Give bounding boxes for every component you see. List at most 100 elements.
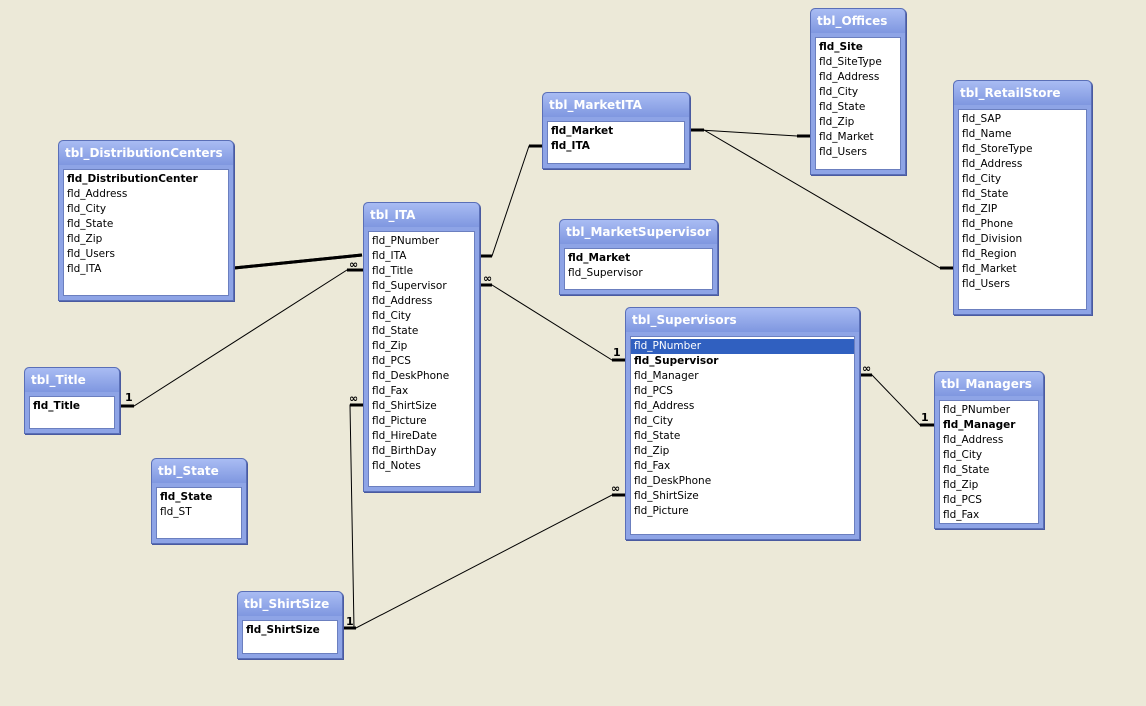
field-item[interactable]: fld_Address: [634, 400, 695, 412]
field-item[interactable]: fld_Zip: [67, 233, 103, 245]
field-item[interactable]: fld_City: [962, 173, 1002, 185]
field-item[interactable]: fld_State: [943, 464, 990, 476]
field-item[interactable]: fld_PCS: [372, 355, 411, 367]
field-item[interactable]: fld_Users: [819, 146, 867, 158]
table-title[interactable]: tbl_Managers: [935, 372, 1043, 396]
field-item[interactable]: fld_Phone: [962, 218, 1014, 230]
field-item[interactable]: fld_PNumber: [372, 235, 440, 247]
field-item[interactable]: fld_Supervisor: [568, 267, 643, 279]
field-item[interactable]: fld_DeskPhone: [372, 370, 450, 382]
field-item[interactable]: fld_Address: [962, 158, 1023, 170]
field-item[interactable]: fld_ST: [160, 506, 192, 518]
field-item[interactable]: fld_Address: [67, 188, 128, 200]
field-item[interactable]: fld_Address: [372, 295, 433, 307]
field-item[interactable]: fld_Zip: [943, 479, 979, 491]
field-item[interactable]: fld_ShirtSize: [372, 400, 437, 412]
field-item[interactable]: fld_State: [372, 325, 419, 337]
field-item[interactable]: fld_ITA: [551, 140, 590, 152]
field-item[interactable]: fld_ZIP: [962, 203, 998, 215]
relationship-line-shirt-sup[interactable]: [343, 494, 625, 629]
field-item[interactable]: fld_City: [943, 449, 983, 461]
field-item[interactable]: fld_PNumber: [631, 339, 854, 354]
field-list[interactable]: fld_DistributionCenter fld_Address fld_Cit…: [63, 169, 229, 296]
field-item[interactable]: fld_PNumber: [943, 404, 1011, 416]
table-title[interactable]: tbl_ShirtSize: [238, 592, 342, 616]
table-title[interactable]: tbl_MarketSupervisor: [560, 220, 717, 244]
field-list[interactable]: fld_Market fld_ITA: [547, 121, 685, 164]
field-item[interactable]: fld_StoreType: [962, 143, 1033, 155]
field-item[interactable]: fld_State: [67, 218, 114, 230]
table-dc[interactable]: tbl_DistributionCenters fld_DistributionC…: [58, 140, 234, 301]
relationship-line-ita-marketita[interactable]: [480, 145, 542, 257]
field-item[interactable]: fld_Market: [568, 252, 631, 264]
field-item[interactable]: fld_Notes: [372, 460, 421, 472]
table-marketita[interactable]: tbl_MarketITA fld_Market fld_ITA: [542, 92, 690, 169]
table-state[interactable]: tbl_State fld_State fld_ST: [151, 458, 247, 544]
field-item[interactable]: fld_BirthDay: [372, 445, 437, 457]
field-item[interactable]: fld_ShirtSize: [634, 490, 699, 502]
field-item[interactable]: fld_HireDate: [372, 430, 437, 442]
field-item[interactable]: fld_PCS: [634, 385, 673, 397]
table-title[interactable]: tbl_ITA: [364, 203, 479, 227]
field-item[interactable]: fld_Picture: [372, 415, 427, 427]
field-item[interactable]: fld_State: [160, 491, 213, 503]
field-item[interactable]: fld_SiteType: [819, 56, 882, 68]
table-title[interactable]: tbl_Supervisors: [626, 308, 859, 332]
table-title[interactable]: tbl_DistributionCenters: [59, 141, 233, 165]
relationship-line-ita-sup[interactable]: [480, 284, 625, 361]
field-item[interactable]: fld_Fax: [372, 385, 409, 397]
field-item[interactable]: fld_PCS: [943, 494, 982, 506]
field-item[interactable]: fld_Fax: [634, 460, 671, 472]
field-item[interactable]: fld_Address: [943, 434, 1004, 446]
table-marketsup[interactable]: tbl_MarketSupervisor fld_Market fld_Superv…: [559, 219, 718, 295]
field-item[interactable]: fld_City: [819, 86, 859, 98]
table-title[interactable]: tbl_RetailStore: [954, 81, 1091, 105]
field-item[interactable]: fld_Zip: [819, 116, 855, 128]
field-item[interactable]: fld_State: [962, 188, 1009, 200]
table-title[interactable]: tbl_MarketITA: [543, 93, 689, 117]
field-item[interactable]: fld_Region: [962, 248, 1017, 260]
field-item[interactable]: fld_Market: [551, 125, 614, 137]
table-ita[interactable]: tbl_ITA fld_PNumber fld_ITA fld_Title fld_Su…: [363, 202, 480, 492]
field-item[interactable]: fld_Zip: [634, 445, 670, 457]
field-list[interactable]: fld_Title: [29, 396, 115, 429]
field-item[interactable]: fld_Supervisor: [372, 280, 447, 292]
field-list[interactable]: fld_State fld_ST: [156, 487, 242, 539]
field-item[interactable]: fld_Title: [372, 265, 414, 277]
field-item[interactable]: fld_Supervisor: [634, 355, 719, 367]
field-item[interactable]: fld_Manager: [634, 370, 699, 382]
field-item[interactable]: fld_City: [634, 415, 674, 427]
table-shirt[interactable]: tbl_ShirtSize fld_ShirtSize: [237, 591, 343, 659]
field-list[interactable]: fld_ShirtSize: [242, 620, 338, 654]
field-item[interactable]: fld_Name: [962, 128, 1012, 140]
field-item[interactable]: fld_Manager: [943, 419, 1016, 431]
field-item[interactable]: fld_Address: [819, 71, 880, 83]
field-item[interactable]: fld_ShirtSize: [246, 624, 320, 636]
field-item[interactable]: fld_SAP: [962, 113, 1001, 125]
relationship-line-sup-managers[interactable]: [860, 374, 934, 426]
field-item[interactable]: fld_Fax: [943, 509, 980, 521]
field-item[interactable]: fld_Title: [33, 400, 81, 412]
field-item[interactable]: fld_City: [67, 203, 107, 215]
table-managers[interactable]: tbl_Managers fld_PNumber fld_Manager fld_Ad…: [934, 371, 1044, 529]
field-item[interactable]: fld_DistributionCenter: [67, 173, 198, 185]
field-item[interactable]: fld_State: [634, 430, 681, 442]
field-item[interactable]: fld_Zip: [372, 340, 408, 352]
field-item[interactable]: fld_ITA: [372, 250, 407, 262]
field-list[interactable]: fld_PNumber fld_Manager fld_Address fld_Cit…: [939, 400, 1039, 524]
field-item[interactable]: fld_Users: [67, 248, 115, 260]
field-list[interactable]: fld_PNumber fld_ITA fld_Title fld_Superviso…: [368, 231, 475, 487]
table-retail[interactable]: tbl_RetailStore fld_SAP fld_Name fld_StoreT…: [953, 80, 1092, 315]
relationship-line-marketita-offices[interactable]: [690, 129, 810, 137]
field-item[interactable]: fld_Site: [819, 41, 863, 53]
field-item[interactable]: fld_State: [819, 101, 866, 113]
relationship-line-shirt-ita[interactable]: [343, 404, 363, 629]
field-item[interactable]: fld_Picture: [634, 505, 689, 517]
field-item[interactable]: fld_Market: [962, 263, 1017, 275]
table-title[interactable]: tbl_State: [152, 459, 246, 483]
